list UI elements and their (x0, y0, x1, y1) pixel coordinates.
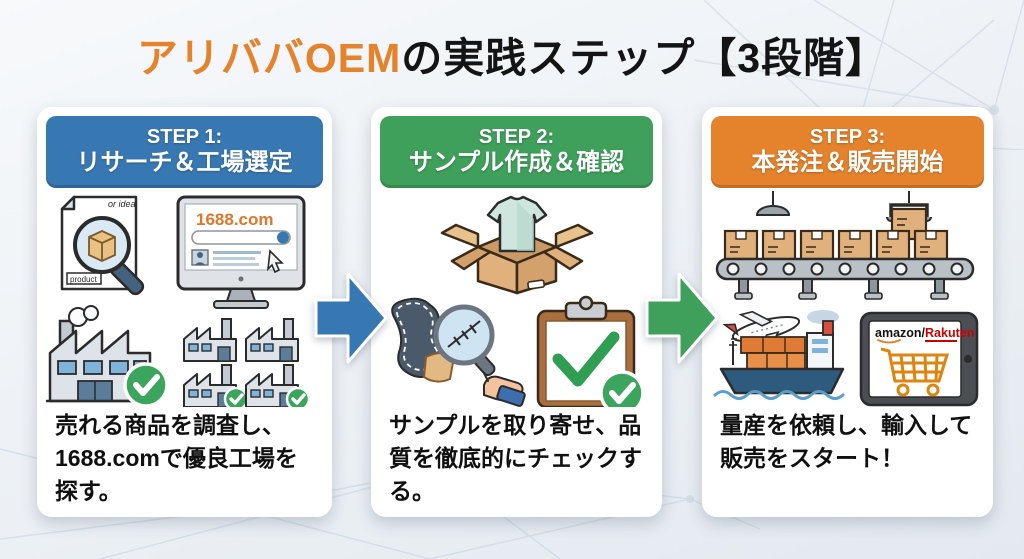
step2-illustration (391, 195, 645, 407)
sample-box-icon (440, 195, 594, 295)
check-badge-large (123, 362, 169, 407)
step1-label: STEP 1: (146, 126, 223, 149)
containers-icon (740, 336, 806, 370)
candidate-factory-3 (183, 364, 249, 407)
step1-title: リサーチ＆工場選定 (76, 149, 293, 177)
monitor-1688-icon: 1688.com (176, 195, 306, 309)
step1-header: STEP 1: リサーチ＆工場選定 (46, 116, 323, 188)
arrow-step2-to-step3 (645, 272, 719, 364)
document-product-label: product (70, 275, 97, 284)
shopping-cart-icon (880, 347, 950, 397)
marketplace-separator: / (922, 326, 926, 340)
step3-illustration: amazon/Rakuten (713, 191, 979, 407)
cursor-icon (266, 249, 284, 274)
tshirt-icon (486, 195, 548, 253)
magnifier-icon (433, 304, 496, 377)
candidate-factory-4 (245, 364, 311, 407)
step3-card: STEP 3: 本発注＆販売開始 (702, 107, 993, 517)
page-title-rest: の実践ステップ【3段階】 (401, 35, 888, 81)
step1-description: 売れる商品を調査し、1688.comで優良工場を探す。 (55, 412, 298, 505)
step3-title: 本発注＆販売開始 (751, 149, 944, 177)
page-title-highlight: アリババOEM (136, 35, 402, 81)
svg-text:amazon/Rakuten: amazon/Rakuten (875, 326, 974, 340)
amazon-label: amazon (875, 326, 922, 340)
marketplace-tablet-icon: amazon/Rakuten (859, 311, 979, 407)
step3-description: 量産を依頼し、輸入して販売をスタート！ (720, 412, 973, 472)
step2-description: サンプルを取り寄せ、品質を徹底的にチェックする。 (389, 412, 642, 505)
step3-label: STEP 3: (809, 126, 886, 149)
document-idea-note: or idea (108, 199, 136, 209)
arrow-step1-to-step2 (314, 272, 388, 364)
candidate-factory-1 (183, 318, 237, 362)
step1-illustration: product or idea 1688.com (46, 195, 311, 407)
main-factory-icon (46, 305, 169, 407)
check-badge-small (223, 386, 249, 407)
rakuten-label: Rakuten (925, 326, 974, 340)
shipping-icon (713, 310, 845, 400)
candidate-factory-2 (245, 318, 299, 362)
magnifier-icon (73, 216, 145, 296)
amazon-smile-icon (877, 339, 901, 344)
box-in-lens-icon (88, 230, 116, 262)
conveyor-belt-icon (715, 191, 975, 300)
step2-title: サンプル作成＆確認 (408, 149, 625, 177)
check-badge-small (285, 386, 311, 407)
step2-card: STEP 2: サンプル作成＆確認 (371, 107, 662, 517)
step2-label: STEP 2: (478, 126, 555, 149)
step3-header: STEP 3: 本発注＆販売開始 (711, 116, 984, 188)
hand-icon (483, 372, 526, 407)
page-title: アリババOEMの実践ステップ【3段階】 (0, 24, 1024, 84)
quality-inspection-icon (391, 297, 526, 407)
site-1688-label: 1688.com (196, 210, 274, 229)
cargo-ship-icon (713, 320, 845, 400)
step1-card: STEP 1: リサーチ＆工場選定 product or idea 1688.c… (37, 107, 332, 517)
step2-header: STEP 2: サンプル作成＆確認 (380, 116, 653, 188)
checklist-clipboard-icon (536, 295, 645, 407)
check-badge-large (599, 370, 645, 407)
